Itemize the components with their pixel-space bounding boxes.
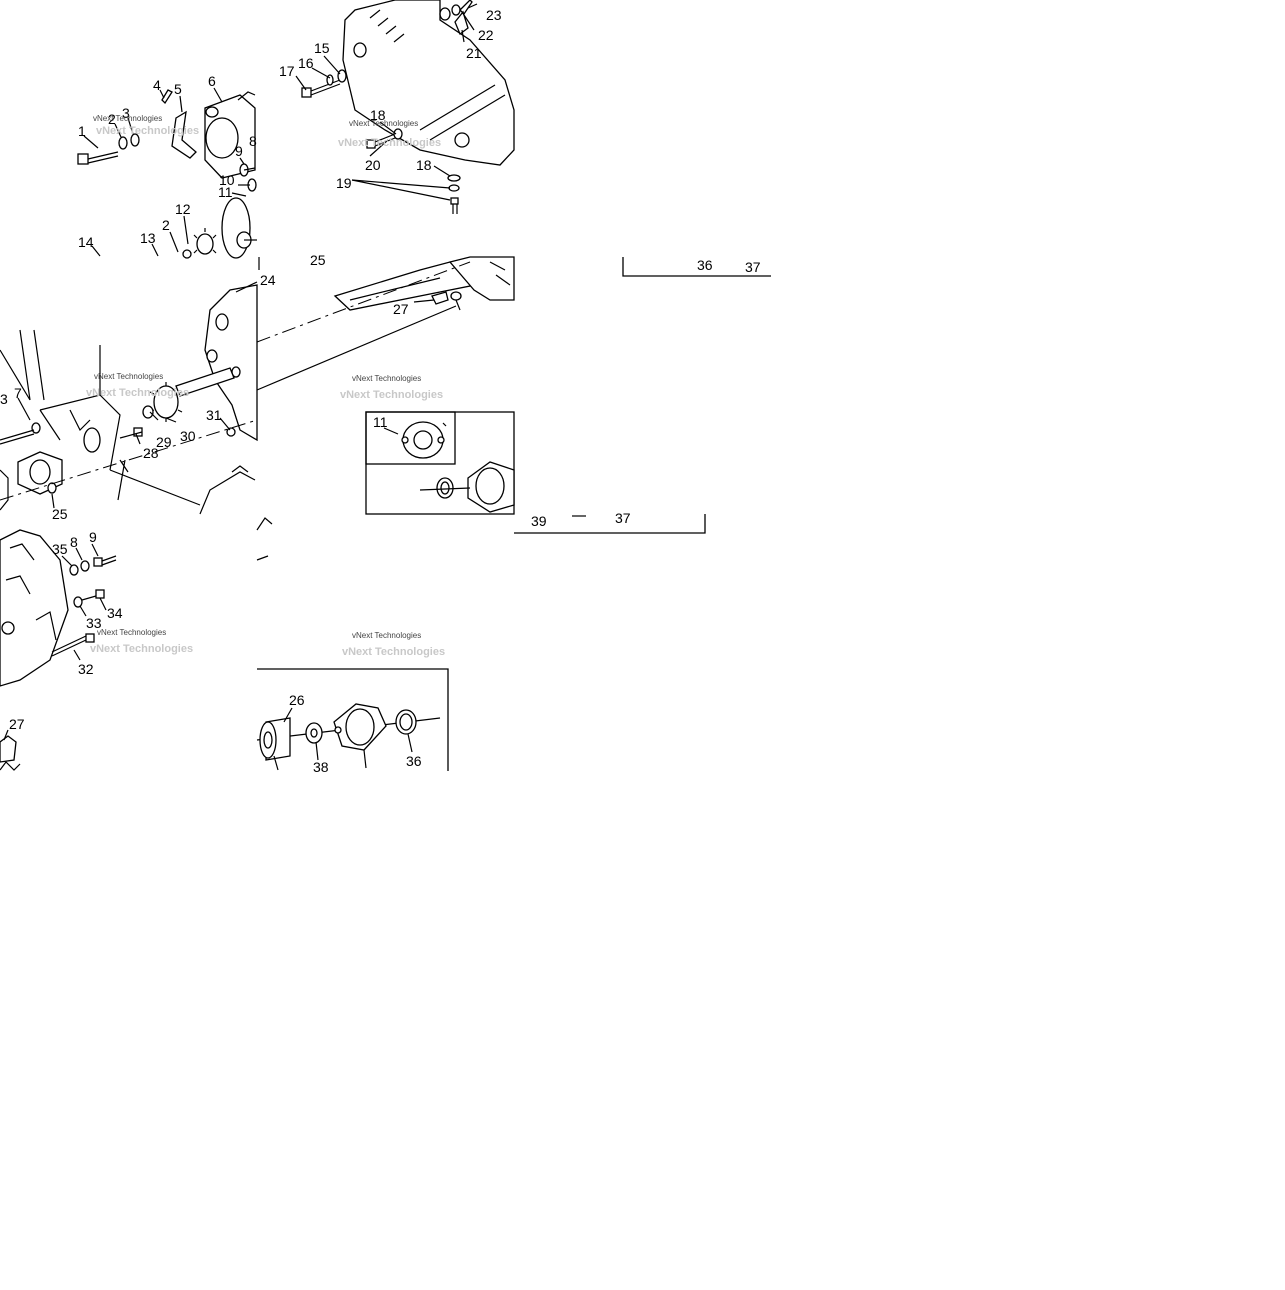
nut-part [226, 427, 236, 437]
watermark: vNext Technologies [96, 125, 199, 137]
callout: 27 [9, 716, 25, 732]
tile-bottom-middle: 26 38 36 vNext Technologies vNext Techno… [256, 517, 449, 775]
callout: 34 [107, 605, 123, 621]
sprocket-disc-part [221, 197, 257, 259]
callout: 11 [218, 184, 233, 200]
callout: 8 [70, 534, 78, 550]
watermark: vNext Technologies [342, 646, 445, 658]
tile-top-right-fragment: 36 37 [622, 257, 771, 277]
bracket-part [171, 110, 197, 159]
callout: 5 [174, 81, 182, 97]
callout: 38 [313, 759, 329, 775]
inset-detail-box [365, 411, 515, 515]
callout: 32 [78, 661, 94, 677]
callout: 37 [615, 510, 631, 526]
callout: 36 [697, 257, 713, 273]
callout: 22 [478, 27, 494, 43]
callout: 9 [89, 529, 97, 545]
callout: 28 [143, 445, 159, 461]
callout: 24 [260, 272, 276, 288]
watermark: vNext Technologies [352, 374, 421, 383]
tile-middle-middle: 25 27 11 vNext Technologies vNext Techno… [256, 252, 515, 515]
washer-part [118, 133, 140, 150]
watermark: vNext Technologies [352, 631, 421, 640]
callout: 16 [298, 55, 314, 71]
callout: 7 [14, 385, 22, 401]
bearing-housing-part [17, 451, 63, 495]
callout: 15 [314, 40, 330, 56]
bearing-detail-box [256, 668, 449, 771]
callout: 27 [393, 301, 409, 317]
watermark: vNext Technologies [93, 114, 162, 123]
sprocket-part [193, 228, 217, 255]
callout: 10 [219, 172, 235, 188]
callout: 37 [745, 259, 761, 275]
callout: 17 [279, 63, 295, 79]
callout: 6 [208, 73, 216, 89]
callout: 8 [249, 133, 257, 149]
watermark: vNext Technologies [340, 389, 443, 401]
tile-middle-right-fragment: 39 37 [514, 510, 706, 534]
tile-top-left: 1 2 3 4 5 6 8 9 10 11 12 2 13 14 vNext T… [77, 73, 257, 259]
callout: 12 [175, 201, 191, 217]
callout: 9 [235, 143, 243, 159]
chain-guard-part [333, 261, 477, 311]
pin-part [454, 10, 469, 36]
tile-bottom-left: 35 8 9 34 33 32 27 vNext Technologies vN… [0, 529, 193, 771]
callout: 30 [180, 428, 196, 444]
callout: 36 [406, 753, 422, 769]
callout: 18 [370, 107, 386, 123]
tile-middle-left: 3 7 24 29 30 31 28 25 vNext Technologies… [0, 272, 276, 522]
bolt-part [51, 633, 95, 657]
clip-part [161, 89, 173, 105]
chain-cover-part [342, 0, 515, 166]
callout: 11 [373, 414, 388, 430]
callout: 29 [156, 434, 172, 450]
bolt-part [301, 69, 347, 98]
callout: 23 [486, 7, 502, 23]
watermark: vNext Technologies [97, 628, 166, 637]
callout: 26 [289, 692, 305, 708]
engine-block-part [0, 529, 69, 687]
callout: 1 [78, 123, 86, 139]
callout: 18 [416, 157, 432, 173]
shaft-sprocket-part [142, 367, 235, 422]
watermark: vNext Technologies [349, 119, 418, 128]
tile-top-middle: 23 22 21 15 16 17 18 20 18 19 vNext Tech… [279, 0, 515, 214]
watermark: vNext Technologies [338, 137, 441, 149]
engine-block-part [204, 284, 258, 442]
callout: 20 [365, 157, 381, 173]
callout: 39 [531, 513, 547, 529]
callout: 3 [122, 105, 130, 121]
callout: 25 [310, 252, 326, 268]
callout: 31 [206, 407, 222, 423]
callout: 13 [140, 230, 156, 246]
watermark: vNext Technologies [94, 372, 163, 381]
callout: 25 [52, 506, 68, 522]
bolt-part [77, 151, 119, 165]
callout: 2 [162, 217, 170, 233]
callout: 35 [52, 541, 68, 557]
housing-part [204, 91, 256, 179]
watermark: vNext Technologies [86, 387, 189, 399]
callout: 33 [86, 615, 102, 631]
callout: 19 [336, 175, 352, 191]
callout: 3 [0, 391, 8, 407]
watermark: vNext Technologies [90, 643, 193, 655]
callout: 4 [153, 77, 161, 93]
callout: 2 [108, 111, 116, 127]
callout: 21 [466, 45, 482, 61]
callout: 14 [78, 234, 94, 250]
